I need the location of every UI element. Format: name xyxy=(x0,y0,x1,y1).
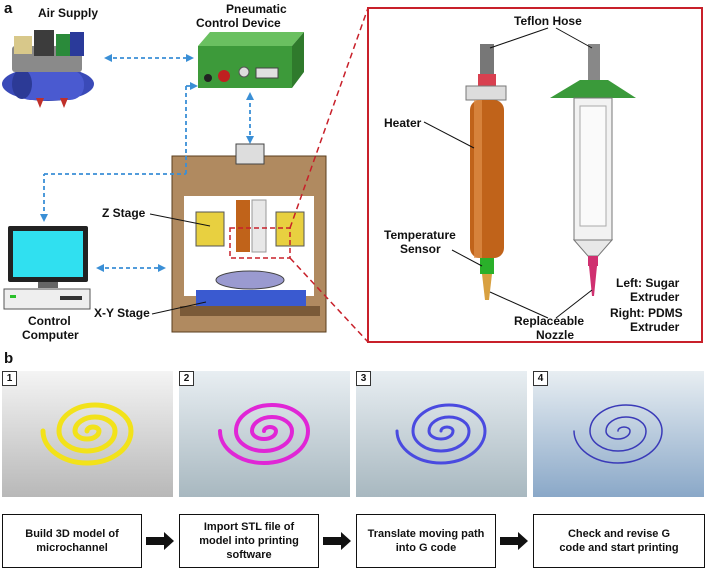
pdms-extruder-illustration xyxy=(550,44,636,296)
step-4-line-1: Check and revise G xyxy=(567,528,671,540)
step-4-line-2: code and start printing xyxy=(559,542,679,554)
step-3-line-1: Translate moving path xyxy=(367,528,485,540)
thumbnail-4: 4 xyxy=(533,371,704,497)
label-left-sugar: Left: Sugar xyxy=(616,276,680,290)
thumbnail-1: 1 xyxy=(2,371,173,497)
thumbnail-number: 4 xyxy=(533,371,548,386)
label-control-1: Control xyxy=(28,314,71,328)
label-pdms-extruder: Extruder xyxy=(630,320,680,334)
thumbnail-number: 3 xyxy=(356,371,371,386)
label-sensor: Sensor xyxy=(400,242,441,256)
step-4-box: Check and revise G code and start printi… xyxy=(533,514,705,568)
label-temperature: Temperature xyxy=(384,228,456,242)
spiral-model-4 xyxy=(573,404,663,464)
computer-illustration xyxy=(3,226,91,310)
spiral-model-2 xyxy=(218,403,311,465)
step-1-line-1: Build 3D model of xyxy=(25,528,119,540)
label-sugar-extruder: Extruder xyxy=(630,290,680,304)
pneumatic-device-illustration xyxy=(198,32,304,88)
label-pneumatic-1: Pneumatic xyxy=(226,2,287,16)
step-1-line-2: microchannel xyxy=(36,542,108,554)
thumbnail-2: 2 xyxy=(179,371,350,497)
step-3-box: Translate moving path into G code xyxy=(356,514,496,568)
label-pneumatic-2: Control Device xyxy=(196,16,281,30)
step-2-line-2: model into printing xyxy=(199,535,299,547)
spiral-model-3 xyxy=(395,403,487,465)
sugar-extruder-illustration xyxy=(465,44,507,300)
step-2-box: Import STL file of model into printing s… xyxy=(179,514,319,568)
label-z-stage: Z Stage xyxy=(102,206,146,220)
label-replaceable: Replaceable xyxy=(514,314,585,328)
panel-a-letter: a xyxy=(4,0,13,17)
label-xy-stage: X-Y Stage xyxy=(94,306,150,320)
step-3-line-2: into G code xyxy=(395,542,457,554)
label-right-pdms: Right: PDMS xyxy=(610,306,683,320)
label-nozzle: Nozzle xyxy=(536,328,575,342)
label-air-supply: Air Supply xyxy=(38,6,99,20)
step-2-line-3: software xyxy=(226,549,272,561)
air-compressor-illustration xyxy=(2,30,94,108)
label-teflon-hose: Teflon Hose xyxy=(514,14,582,28)
spiral-model-1 xyxy=(40,402,134,466)
panel-b-letter: b xyxy=(4,350,14,367)
thumbnail-3: 3 xyxy=(356,371,527,497)
zoom-box xyxy=(367,7,703,343)
thumbnail-number: 1 xyxy=(2,371,17,386)
printer-frame-illustration xyxy=(171,143,327,333)
step-2-line-1: Import STL file of xyxy=(203,521,295,533)
label-control-2: Computer xyxy=(22,328,79,342)
step-1-box: Build 3D model of microchannel xyxy=(2,514,142,568)
thumbnail-number: 2 xyxy=(179,371,194,386)
label-heater: Heater xyxy=(384,116,422,130)
